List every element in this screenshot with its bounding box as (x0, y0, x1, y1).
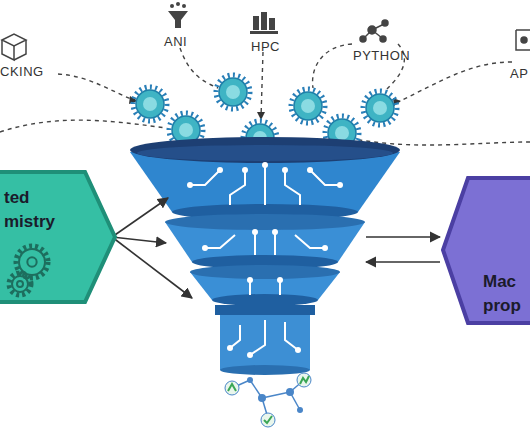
api-icon (516, 30, 530, 50)
hexagon-box: ted mistry (0, 172, 115, 302)
tool-label: AP (510, 66, 528, 81)
tool-label: HPC (251, 39, 280, 54)
path-arrowhead (129, 96, 401, 120)
molecule-icon (225, 373, 311, 427)
funnel (130, 137, 400, 375)
circuit-node (187, 162, 343, 358)
tool-label: ANI (164, 34, 187, 49)
node-label: Mac prop (483, 270, 530, 318)
gear-icon (9, 246, 48, 295)
circuit-pattern (190, 165, 340, 355)
hexagon-box: Mac prop (443, 178, 530, 323)
flow-arrow (112, 198, 440, 298)
hexagon-shape (0, 172, 115, 302)
network-icon (360, 20, 388, 42)
tool-label: PYTHON (353, 48, 410, 63)
cube-icon (2, 34, 26, 60)
server-icon (250, 12, 278, 34)
tool-label: CKING (0, 64, 44, 79)
hexagon-shape (443, 178, 530, 323)
node-label: ted mistry (4, 186, 66, 234)
funnel-icon (168, 2, 188, 28)
